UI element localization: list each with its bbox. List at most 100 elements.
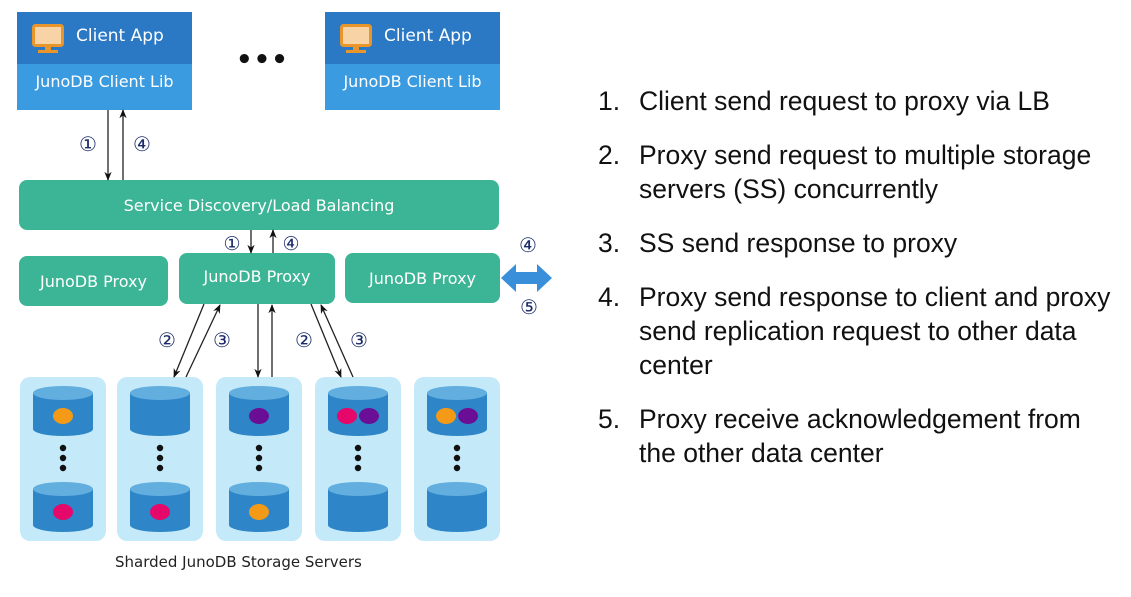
- active-proxy-box: JunoDB Proxy: [179, 253, 335, 304]
- monitor-icon: [340, 24, 372, 53]
- database-cylinder-icon: [328, 386, 388, 436]
- cylinder-top: [427, 482, 487, 496]
- step-marker-4: ④: [133, 132, 151, 156]
- ellipsis-dot: [255, 454, 263, 462]
- ellipsis-dot: [156, 454, 164, 462]
- ellipsis-dot: [59, 464, 67, 472]
- shard-dot: [359, 408, 379, 424]
- client-lib-section: [325, 64, 500, 110]
- ellipsis-dot: [453, 444, 461, 452]
- step-marker-4: ④: [282, 233, 299, 255]
- shard-dot: [53, 504, 73, 520]
- arrow-proxy-to-ss: [310, 303, 342, 378]
- load-balancer-label: Service Discovery/Load Balancing: [123, 195, 395, 215]
- monitor-icon: [32, 24, 64, 53]
- more-clients-ellipsis: •••: [236, 45, 289, 75]
- shard-dot: [458, 408, 478, 424]
- shard-dot: [337, 408, 357, 424]
- cylinder-body: [328, 489, 388, 532]
- step-text: Proxy send request to multiple storage s…: [639, 140, 1092, 204]
- client-lib-label: JunoDB Client Lib: [343, 72, 482, 91]
- shard-dot: [249, 408, 269, 424]
- cylinder-top: [229, 482, 289, 496]
- client-lib-label: JunoDB Client Lib: [35, 72, 174, 91]
- database-cylinder-icon: [33, 386, 93, 436]
- load-balancer-box: Service Discovery/Load Balancing: [19, 180, 499, 230]
- step-marker-4: ④: [519, 233, 537, 257]
- shard-dot: [150, 504, 170, 520]
- database-cylinder-icon: [229, 482, 289, 532]
- storage-caption: Sharded JunoDB Storage Servers: [115, 553, 362, 571]
- database-cylinder-icon: [130, 386, 190, 436]
- step-marker-2: ②: [158, 328, 176, 352]
- shard-dot: [249, 504, 269, 520]
- database-cylinder-icon: [427, 482, 487, 532]
- step-number: 3.: [598, 228, 621, 258]
- cylinder-top: [130, 482, 190, 496]
- client-app-box: Client App JunoDB Client Lib: [17, 12, 192, 110]
- arrow-proxy-to-ss: [173, 303, 205, 378]
- ellipsis-dot: [255, 444, 263, 452]
- cylinder-top: [328, 386, 388, 400]
- cylinder-body: [427, 489, 487, 532]
- proxy-box: JunoDB Proxy: [345, 253, 500, 303]
- step-number: 5.: [598, 404, 621, 434]
- step-item: 5. Proxy receive acknowledgement from th…: [598, 402, 1118, 470]
- arrow-ss-to-proxy: [320, 304, 354, 378]
- step-item: 4. Proxy send response to client and pro…: [598, 280, 1118, 382]
- database-cylinder-icon: [130, 482, 190, 532]
- client-app-box: Client App JunoDB Client Lib: [325, 12, 500, 110]
- proxy-label: JunoDB Proxy: [203, 267, 311, 286]
- step-marker-3: ③: [213, 328, 231, 352]
- step-marker-2: ②: [295, 328, 313, 352]
- cylinder-body: [328, 393, 388, 436]
- cylinder-top: [328, 482, 388, 496]
- ellipsis-dot: [354, 464, 362, 472]
- client-app-label: Client App: [384, 26, 472, 46]
- replication-double-arrow-icon: [501, 264, 552, 292]
- cylinder-body: [130, 393, 190, 436]
- proxy-label: JunoDB Proxy: [40, 271, 147, 291]
- client-app-label: Client App: [76, 26, 164, 46]
- step-item: 3. SS send response to proxy: [598, 226, 1118, 260]
- ellipsis-dot: [59, 444, 67, 452]
- cylinder-top: [33, 482, 93, 496]
- step-number: 2.: [598, 140, 621, 170]
- database-cylinder-icon: [33, 482, 93, 532]
- ellipsis-dot: [354, 454, 362, 462]
- ellipsis-dot: [354, 444, 362, 452]
- ellipsis-dot: [59, 454, 67, 462]
- ellipsis-dot: [453, 464, 461, 472]
- step-marker-1: ①: [223, 233, 240, 255]
- cylinder-top: [130, 386, 190, 400]
- step-marker-5: ⑤: [520, 295, 538, 319]
- cylinder-top: [229, 386, 289, 400]
- ellipsis-dot: [156, 464, 164, 472]
- step-text: Proxy send response to client and proxy …: [639, 282, 1111, 380]
- cylinder-body: [427, 393, 487, 436]
- client-lib-section: [17, 64, 192, 110]
- step-item: 2. Proxy send request to multiple storag…: [598, 138, 1118, 206]
- database-cylinder-icon: [229, 386, 289, 436]
- ellipsis-dot: [255, 464, 263, 472]
- step-number: 1.: [598, 86, 621, 116]
- step-number: 4.: [598, 282, 621, 312]
- step-text: SS send response to proxy: [639, 228, 958, 258]
- cylinder-top: [33, 386, 93, 400]
- proxy-label: JunoDB Proxy: [369, 268, 476, 288]
- ellipsis-dot: [156, 444, 164, 452]
- step-marker-1: ①: [79, 132, 97, 156]
- arrow-ss-to-proxy: [185, 304, 221, 378]
- ellipsis-dot: [453, 454, 461, 462]
- steps-list: 1. Client send request to proxy via LB 2…: [598, 84, 1118, 490]
- shard-dot: [53, 408, 73, 424]
- step-text: Proxy receive acknowledgement from the o…: [639, 404, 1081, 468]
- proxy-box: JunoDB Proxy: [19, 256, 168, 306]
- database-cylinder-icon: [427, 386, 487, 436]
- cylinder-top: [427, 386, 487, 400]
- step-text: Client send request to proxy via LB: [639, 86, 1050, 116]
- database-cylinder-icon: [328, 482, 388, 532]
- shard-dot: [436, 408, 456, 424]
- step-marker-3: ③: [350, 328, 368, 352]
